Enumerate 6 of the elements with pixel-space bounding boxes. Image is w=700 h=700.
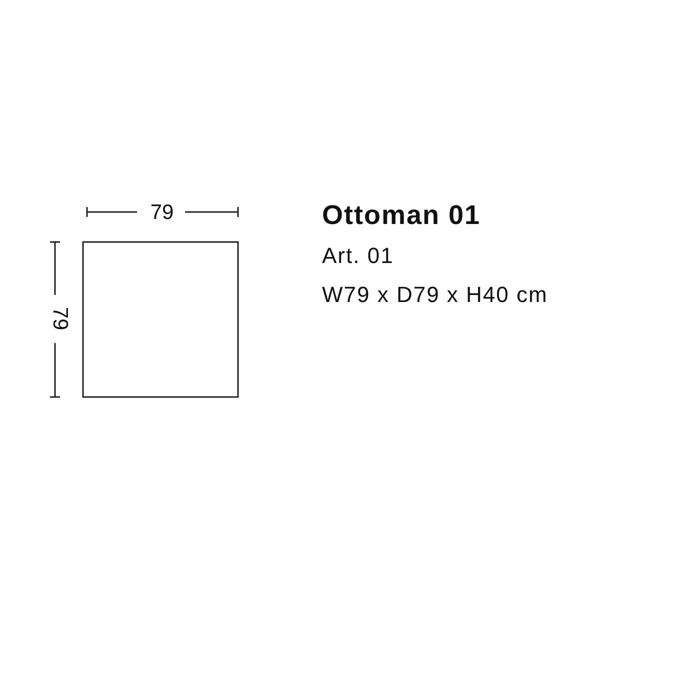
dimension-value: 79 — [149, 202, 175, 223]
product-title: Ottoman 01 — [322, 202, 481, 229]
ottoman-plan-outline — [82, 241, 239, 398]
article-number: Art. 01 — [322, 245, 394, 267]
dimension-value: 79 — [50, 306, 70, 332]
dimensions-text: W79 x D79 x H40 cm — [322, 284, 548, 306]
